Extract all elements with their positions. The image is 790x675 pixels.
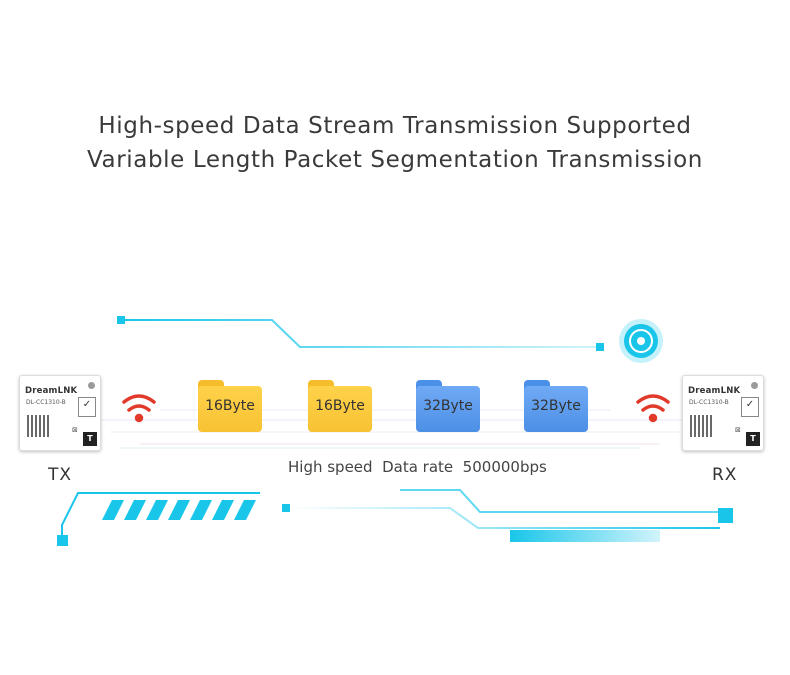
wifi-icon <box>122 394 156 423</box>
qr-code-icon <box>27 415 49 437</box>
title-line-2: Variable Length Packet Segmentation Tran… <box>87 147 703 173</box>
cert-mark: ⊠ <box>72 426 78 434</box>
ce-icon: T <box>746 432 760 446</box>
disc-icon <box>619 319 663 363</box>
data-rate-text: High speed Data rate 500000bps <box>288 458 547 476</box>
folder-icon: 16Byte <box>198 380 262 432</box>
wifi-icon <box>636 394 670 423</box>
title-line-1: High-speed Data Stream Transmission Supp… <box>98 113 692 139</box>
module-model: DL-CC1310-B <box>689 399 729 406</box>
rx-label: RX <box>712 465 738 485</box>
folder-icon: 32Byte <box>524 380 588 432</box>
module-led <box>88 382 95 389</box>
packet-label: 32Byte <box>531 398 581 414</box>
module-led <box>751 382 758 389</box>
module-brand: DreamLNK <box>25 386 78 396</box>
folder-icon: 32Byte <box>416 380 480 432</box>
folder-icon: 16Byte <box>308 380 372 432</box>
cert-mark: ⊠ <box>735 426 741 434</box>
packet-label: 16Byte <box>205 398 255 414</box>
ce-icon: T <box>83 432 97 446</box>
packet-label: 32Byte <box>423 398 473 414</box>
checkmark-icon: ✓ <box>741 397 759 417</box>
packet-label: 16Byte <box>315 398 365 414</box>
module-brand: DreamLNK <box>688 386 741 396</box>
qr-code-icon <box>690 415 712 437</box>
checkmark-icon: ✓ <box>78 397 96 417</box>
tx-label: TX <box>48 465 73 485</box>
tx-module: DreamLNK DL-CC1310-B ✓ ⊠ T <box>19 375 101 451</box>
rx-module: DreamLNK DL-CC1310-B ✓ ⊠ T <box>682 375 764 451</box>
speed-streaks <box>100 409 690 449</box>
hazard-stripes <box>102 500 256 520</box>
module-model: DL-CC1310-B <box>26 399 66 406</box>
